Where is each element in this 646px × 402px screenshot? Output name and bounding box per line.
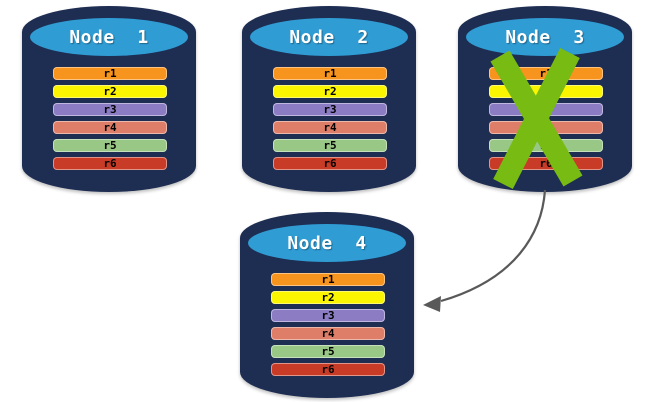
replica-bar: r6	[271, 363, 385, 376]
arrowhead-icon	[423, 296, 441, 312]
replica-bar: r1	[273, 67, 387, 80]
node-2-replica-list: r1 r2 r3 r4 r5 r6	[273, 67, 387, 175]
node-2-title: Node 2	[289, 26, 369, 48]
replica-bar: r4	[271, 327, 385, 340]
node-1-replica-list: r1 r2 r3 r4 r5 r6	[53, 67, 167, 175]
replica-bar: r2	[53, 85, 167, 98]
replica-bar: r1	[489, 67, 603, 80]
node-2-cylinder: Node 2 r1 r2 r3 r4 r5 r6	[242, 6, 416, 192]
node-3-cylinder-top: Node 3	[466, 18, 624, 56]
replica-bar: r2	[271, 291, 385, 304]
node-4-cylinder: Node 4 r1 r2 r3 r4 r5 r6	[240, 212, 414, 398]
node-1-cylinder-top: Node 1	[30, 18, 188, 56]
replica-bar: r6	[273, 157, 387, 170]
node-3-cylinder: Node 3 r1 r2 r3 r4 r5 r6	[458, 6, 632, 192]
replica-bar: r6	[489, 157, 603, 170]
node-4-cylinder-top: Node 4	[248, 224, 406, 262]
replica-bar: r1	[271, 273, 385, 286]
replica-bar: r4	[53, 121, 167, 134]
node-4-replica-list: r1 r2 r3 r4 r5 r6	[271, 273, 385, 381]
node-2-cylinder-top: Node 2	[250, 18, 408, 56]
replica-bar: r2	[489, 85, 603, 98]
replica-bar: r5	[53, 139, 167, 152]
node-3-title: Node 3	[505, 26, 585, 48]
replica-bar: r4	[273, 121, 387, 134]
replica-bar: r5	[273, 139, 387, 152]
replica-bar: r3	[489, 103, 603, 116]
node-1-title: Node 1	[69, 26, 149, 48]
node-4-title: Node 4	[287, 232, 367, 254]
replica-bar: r5	[271, 345, 385, 358]
replica-bar: r3	[53, 103, 167, 116]
replica-bar: r4	[489, 121, 603, 134]
replica-bar: r3	[273, 103, 387, 116]
replica-bar: r3	[271, 309, 385, 322]
node-3-replica-list: r1 r2 r3 r4 r5 r6	[489, 67, 603, 175]
failover-arrow	[423, 189, 547, 312]
replica-bar: r6	[53, 157, 167, 170]
replica-bar: r1	[53, 67, 167, 80]
replica-bar: r5	[489, 139, 603, 152]
node-1-cylinder: Node 1 r1 r2 r3 r4 r5 r6	[22, 6, 196, 192]
replica-bar: r2	[273, 85, 387, 98]
